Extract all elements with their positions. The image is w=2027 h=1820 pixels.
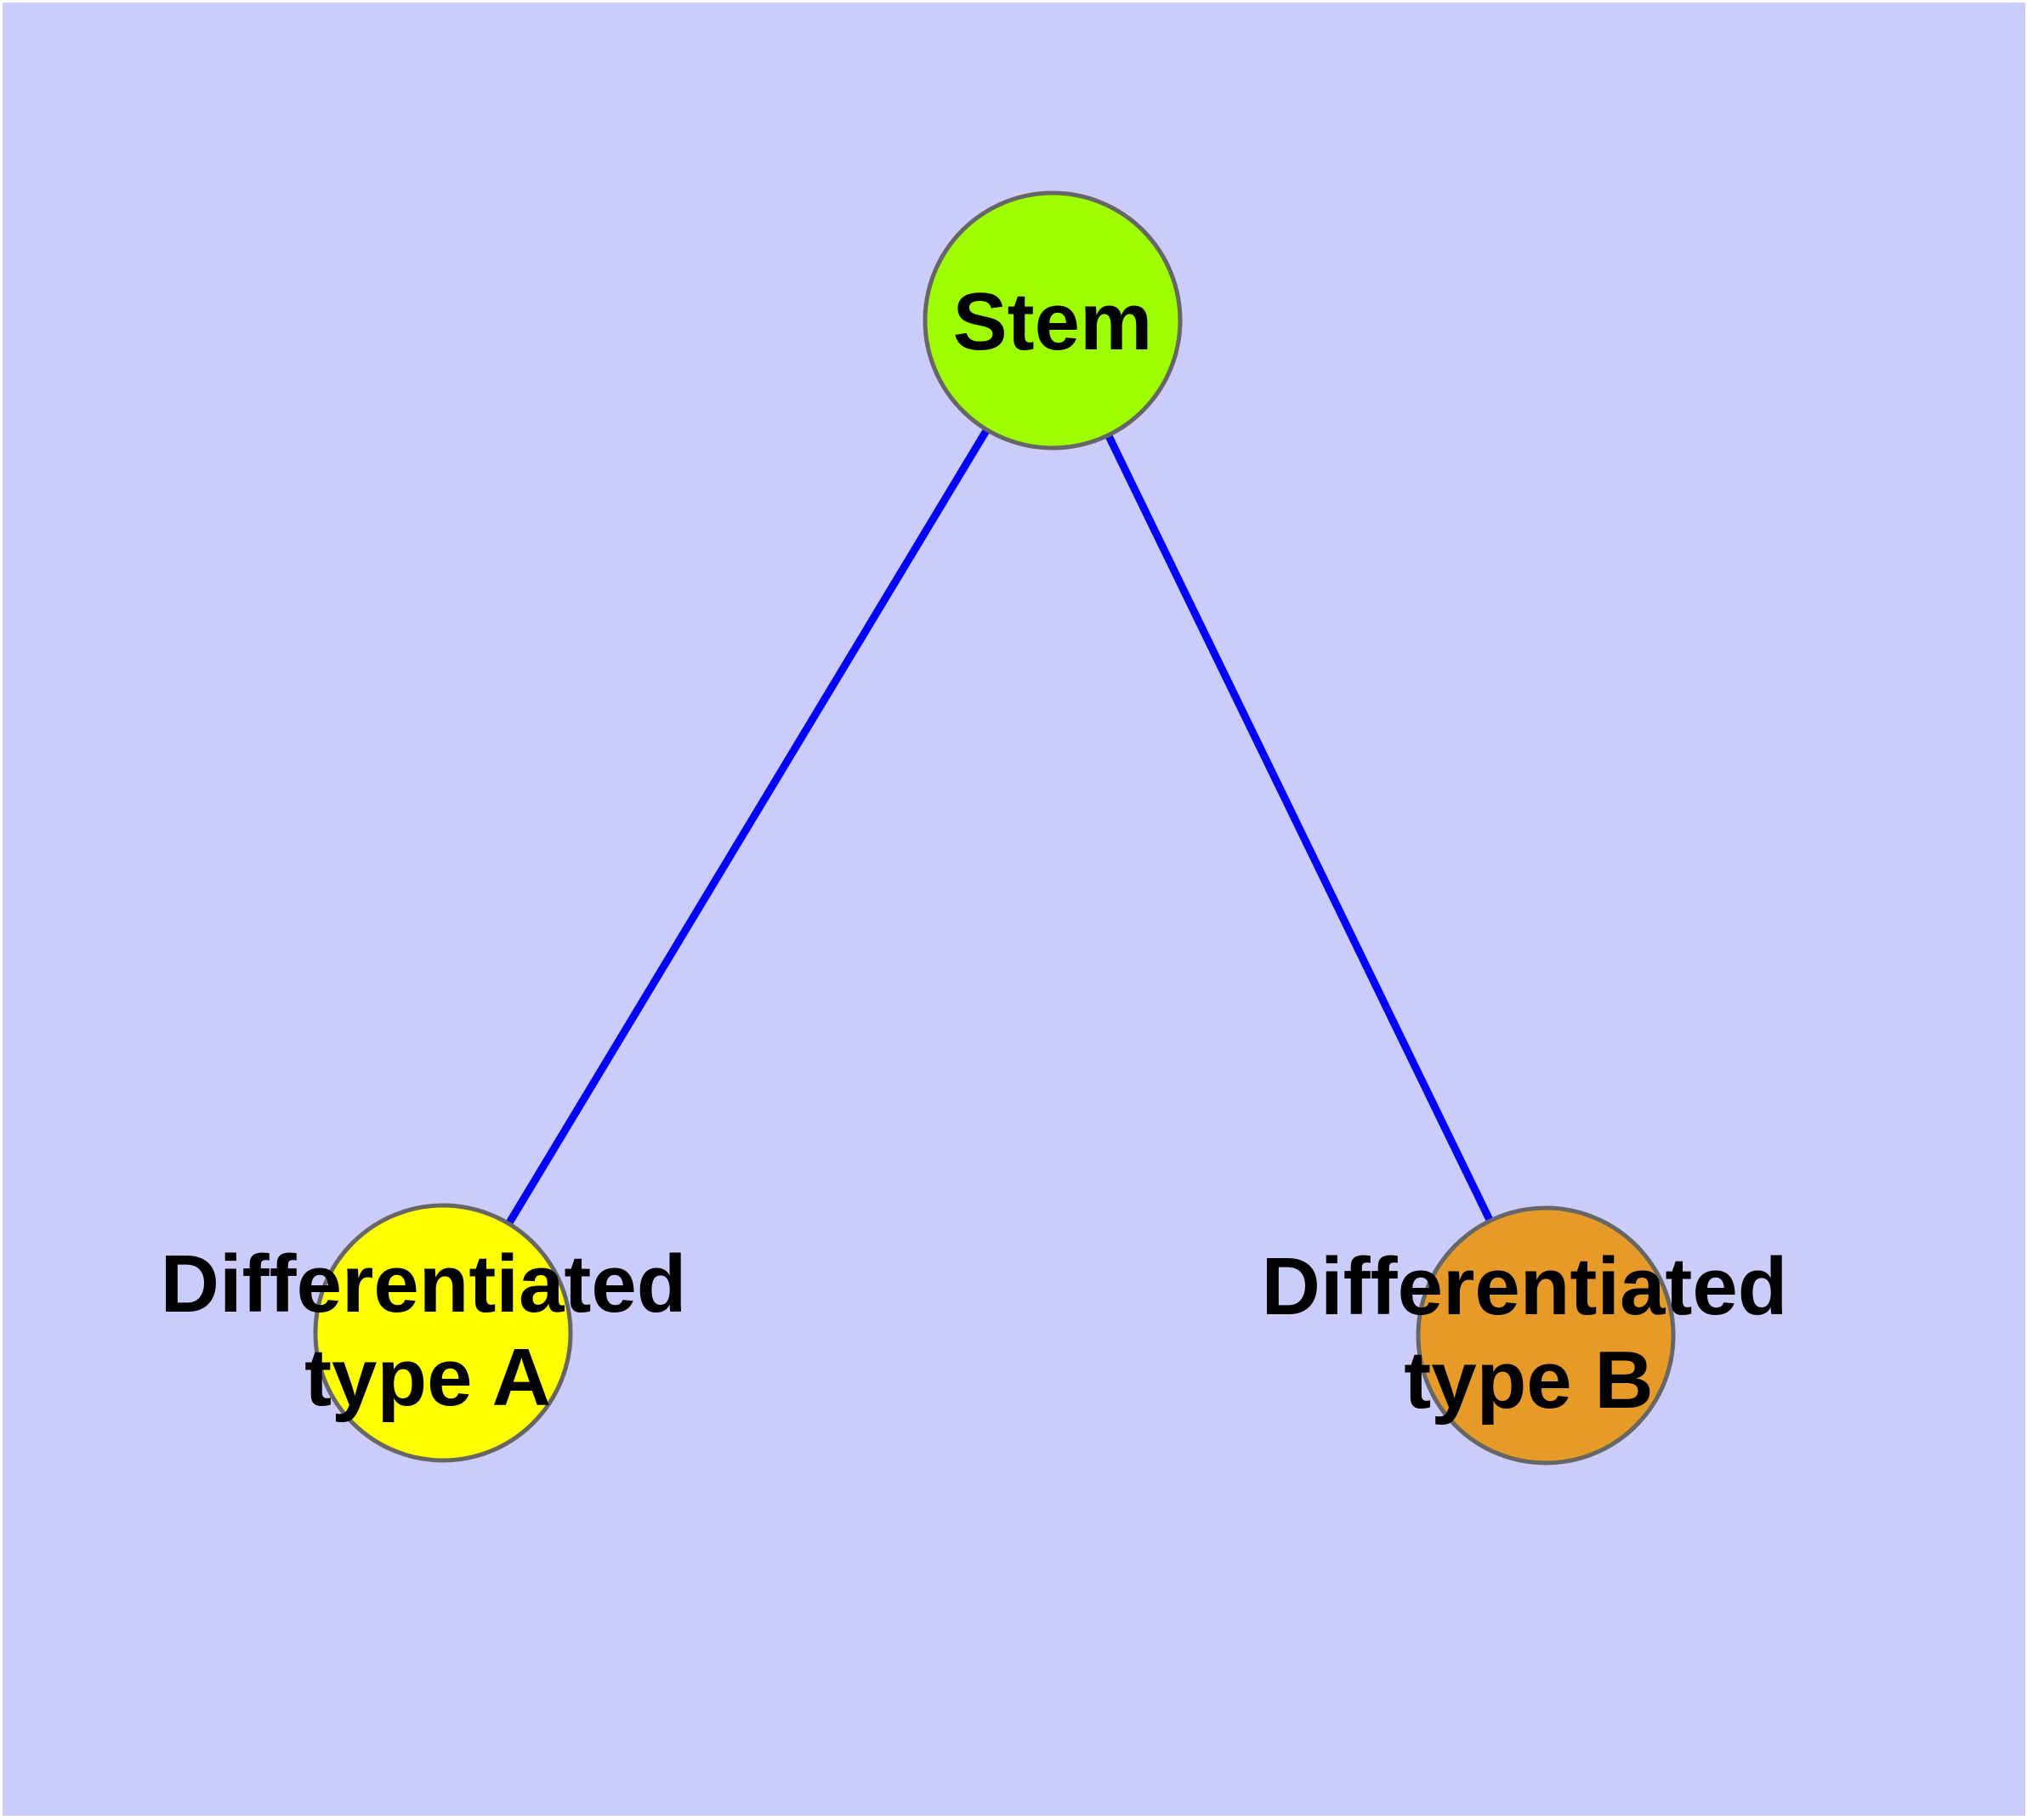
node-circle-differentiated-type-b[interactable] xyxy=(1416,1205,1676,1466)
node-label-differentiated-type-a-line2: type A xyxy=(304,1332,551,1423)
graph-svg: Stem Differentiated type A Differentiate… xyxy=(161,190,1788,1466)
node-label-differentiated-type-a-line1: Differentiated xyxy=(161,1239,687,1330)
label-layer: Stem Differentiated type A Differentiate… xyxy=(161,276,1788,1426)
node-circle-differentiated-type-a[interactable] xyxy=(313,1203,573,1463)
node-label-stem: Stem xyxy=(953,276,1153,367)
edge-stem-differentiated-type-b[interactable] xyxy=(1048,319,1550,1337)
node-label-differentiated-type-b-line1: Differentiated xyxy=(1262,1241,1788,1332)
node-circle-stem[interactable] xyxy=(923,190,1183,451)
node-label-differentiated-type-b-line2: type B xyxy=(1404,1335,1653,1426)
edge-layer xyxy=(440,318,1550,1337)
node-stem[interactable] xyxy=(923,190,1183,451)
node-differentiated-type-a[interactable] xyxy=(313,1203,573,1463)
node-differentiated-type-b[interactable] xyxy=(1416,1205,1676,1466)
edge-stem-differentiated-type-a[interactable] xyxy=(440,318,1056,1335)
